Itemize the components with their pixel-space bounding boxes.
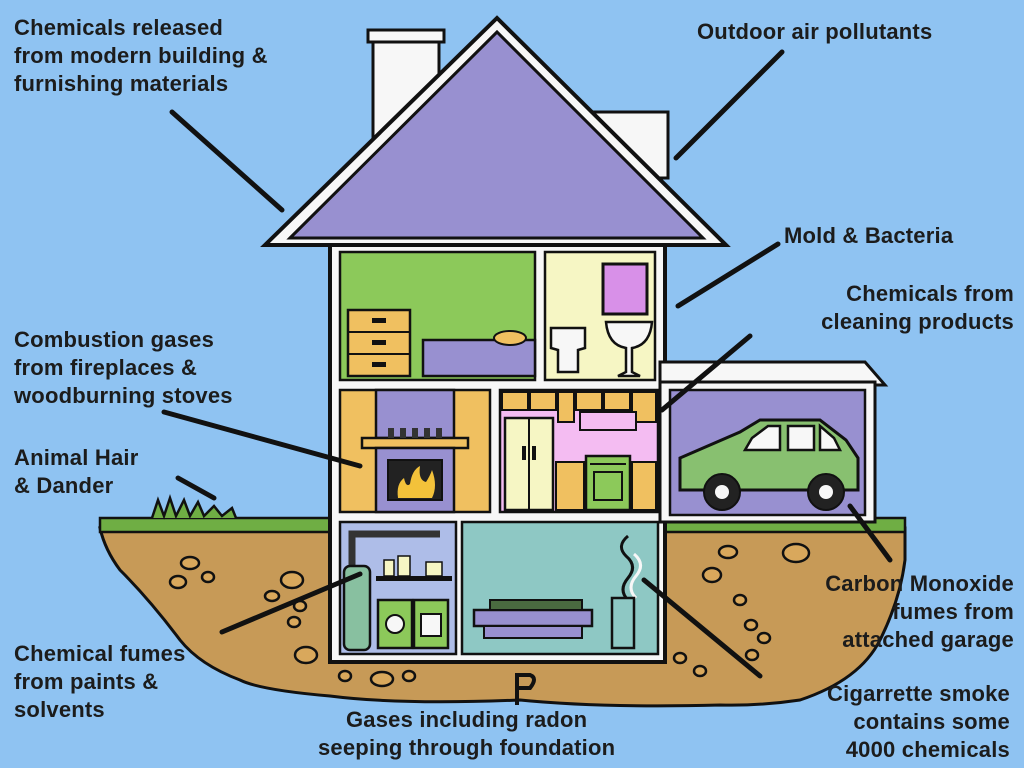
label-chemical-fumes: Chemical fumes from paints & solvents — [14, 641, 186, 722]
refrigerator — [503, 416, 555, 512]
bathroom-room — [543, 250, 657, 382]
washer-dryer — [376, 598, 450, 650]
chimney-cap — [366, 28, 446, 44]
upper-cabinets — [501, 391, 657, 423]
label-outdoor-air-pollutants: Outdoor air pollutants — [697, 19, 933, 44]
dresser — [346, 308, 412, 378]
soil-rocks — [168, 542, 811, 688]
mantel — [360, 436, 470, 450]
label-cleaning-products: Chemicals from cleaning products — [821, 281, 1014, 334]
pool-table — [472, 599, 594, 639]
label-combustion-gases: Combustion gases from fireplaces & woodb… — [14, 327, 233, 408]
label-carbon-monoxide: Carbon Monoxide fumes from attached gara… — [825, 571, 1014, 652]
toilet — [549, 326, 587, 374]
label-radon-gases: Gases including radon seeping through fo… — [318, 707, 616, 760]
car — [678, 418, 860, 511]
radon-symbol — [515, 673, 536, 705]
range-hood — [579, 411, 637, 431]
garage-roof — [658, 360, 889, 387]
sink — [604, 320, 654, 378]
cigarette-smoke — [620, 534, 634, 602]
label-animal-hair: Animal Hair & Dander — [14, 445, 139, 498]
utility-shelf — [376, 576, 452, 581]
grass-tuft — [150, 494, 238, 520]
bathroom-mirror — [601, 262, 649, 316]
label-chemicals-released: Chemicals released from modern building … — [14, 15, 268, 96]
label-mold-bacteria: Mold & Bacteria — [784, 223, 954, 248]
pointer-lines — [161, 49, 893, 679]
stove — [584, 454, 632, 512]
fire-flame — [397, 466, 435, 498]
bed — [421, 330, 537, 378]
water-heater-pipe — [348, 530, 440, 566]
lower-cabinets — [555, 461, 657, 511]
water-heater — [342, 564, 372, 652]
mantel-items — [388, 428, 442, 438]
label-cigarette-smoke: Cigarrette smoke contains some 4000 chem… — [827, 681, 1010, 762]
roof-inner — [286, 29, 707, 240]
shelf-cans — [383, 555, 443, 577]
ashtray-stand — [610, 596, 636, 650]
smoke-highlight — [629, 552, 642, 600]
